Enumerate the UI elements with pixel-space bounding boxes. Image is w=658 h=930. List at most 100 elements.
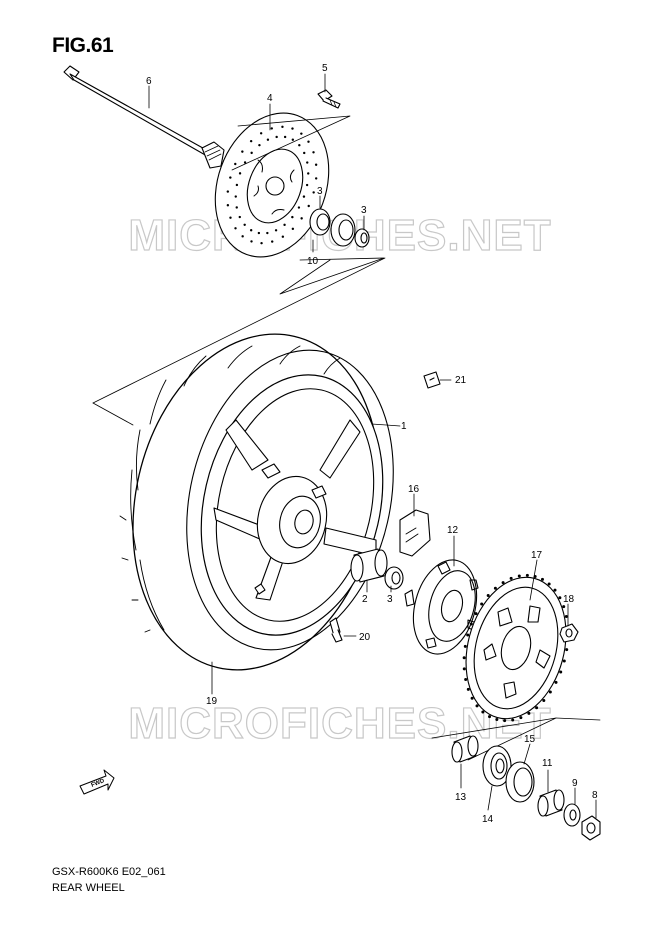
disc-hole [241,150,244,153]
sprocket-tooth [565,648,569,652]
sprocket-tooth [480,602,484,606]
sprocket-tooth [501,581,505,585]
sprocket-tooth [562,605,566,609]
nut-part-18 [559,623,579,643]
callout-13: 13 [455,792,467,803]
callout-labels: 6 4 5 3 3 10 21 1 16 12 17 18 2 3 20 19 … [146,63,598,825]
sprocket-tooth [509,576,513,580]
sprocket-tooth [535,706,539,710]
sprocket-tooth [486,594,490,598]
disc-hole [238,172,242,175]
callout-1: 1 [401,421,407,432]
disc-hole [238,215,241,219]
disc-hole [275,135,278,139]
sprocket-tooth [466,687,470,691]
fwd-label: FWD [91,778,107,789]
sprocket-tooth [463,644,467,648]
callout-8: 8 [592,790,598,801]
disc-hole [266,231,269,235]
sprocket-tooth [527,711,531,715]
spacer-part-3-upper [354,228,370,248]
disc-hole [260,241,263,245]
disc-hole [291,138,295,141]
clip-part-21 [423,371,441,389]
callout-19: 19 [206,696,218,707]
callout-6: 5 [322,63,328,74]
disc-hole [258,143,261,147]
sprocket-tooth [564,614,568,618]
sprocket-tooth [511,718,515,722]
disc-hole [270,127,273,130]
sprocket-tooth [517,574,521,578]
sprocket-tooth [562,659,566,663]
disc-hole [314,163,318,166]
disc-bolt-part-6 [317,89,341,109]
sprocket-tooth [519,716,523,720]
disc-hole [226,204,230,207]
disc-hole [291,215,294,219]
callout-20: 20 [359,632,371,643]
disc-hole [234,162,237,166]
spacer-part-3-lower [384,566,404,590]
callout-3-lower: 3 [387,594,393,605]
callout-18: 18 [563,594,575,605]
axle-part-7 [63,65,225,169]
callout-15: 15 [524,734,536,745]
disc-hole [271,240,274,243]
sprocket-tooth [495,717,499,721]
sprocket-tooth [548,690,552,694]
disc-hole [300,217,303,220]
sprocket-tooth [558,596,562,600]
wheel-rim-part-1 [200,374,384,636]
disc-hole [281,125,284,129]
sprocket-tooth [525,573,529,577]
brake-disc-part-5 [214,112,330,258]
disc-hole [234,195,237,198]
disc-hole [283,135,287,139]
sprocket-tooth [559,670,563,674]
callout-16: 16 [408,484,420,495]
diagram-code: GSX-R600K6 E02_061 [52,866,166,878]
disc-hole [243,161,247,164]
disc-hole [241,235,244,238]
disc-hole [281,235,285,238]
sprocket-tooth [554,680,558,684]
disc-hole [302,195,306,198]
sprocket-tooth [462,656,466,660]
dust-seal-part-10 [309,208,331,236]
sprocket-tooth [469,622,473,626]
disc-hole [297,206,301,209]
sprocket-tooth [553,588,557,592]
disc-hole [305,183,309,187]
disc-hole [250,240,253,243]
fwd-arrow-icon [79,769,115,795]
disc-hole [235,206,238,209]
disc-hole [307,140,310,143]
valve-part-20 [329,617,343,643]
sprocket-tooth [547,582,551,586]
disc-hole [298,143,301,147]
sprocket-tooth [540,577,544,581]
sprocket-tooth [488,715,492,719]
callout-3-upper: 3 [361,205,367,216]
callout-leaders [148,73,597,819]
disc-hole [257,231,261,235]
sprocket-tooth [462,667,466,671]
callout-12: 12 [447,525,459,536]
sprocket-part-17 [462,573,570,723]
sprocket-tooth [470,696,474,700]
sprocket-tooth [474,612,478,616]
disc-hole [234,227,237,230]
disc-hole [300,132,303,135]
bracket-part-16 [399,509,431,557]
sprocket-tooth [493,586,497,590]
callout-2: 2 [362,594,368,605]
sprocket-tooth [481,710,485,714]
disc-hole [303,151,306,155]
sprocket-tooth [464,678,468,682]
callout-7: 6 [146,76,152,87]
washer-part-9 [563,803,581,827]
nut-part-8 [581,815,601,841]
callout-4: 3 [317,186,323,197]
